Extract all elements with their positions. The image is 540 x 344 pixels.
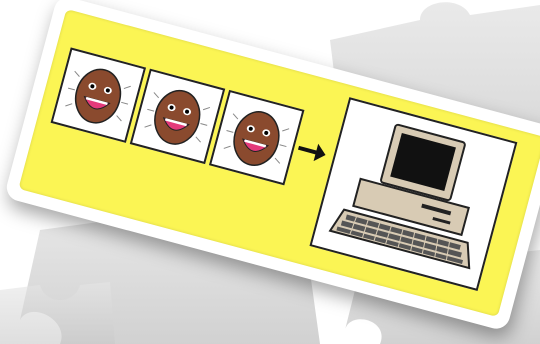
happy-face-icon	[211, 92, 302, 183]
happy-face-tile-3	[209, 90, 305, 186]
happy-face-tile-1	[51, 47, 147, 143]
computer-tile	[309, 97, 517, 291]
happy-face-icon	[53, 50, 144, 141]
happy-face-tile-2	[130, 69, 226, 165]
computer-icon	[312, 100, 515, 289]
right-arrow-icon	[293, 136, 330, 167]
happy-face-icon	[132, 71, 223, 162]
